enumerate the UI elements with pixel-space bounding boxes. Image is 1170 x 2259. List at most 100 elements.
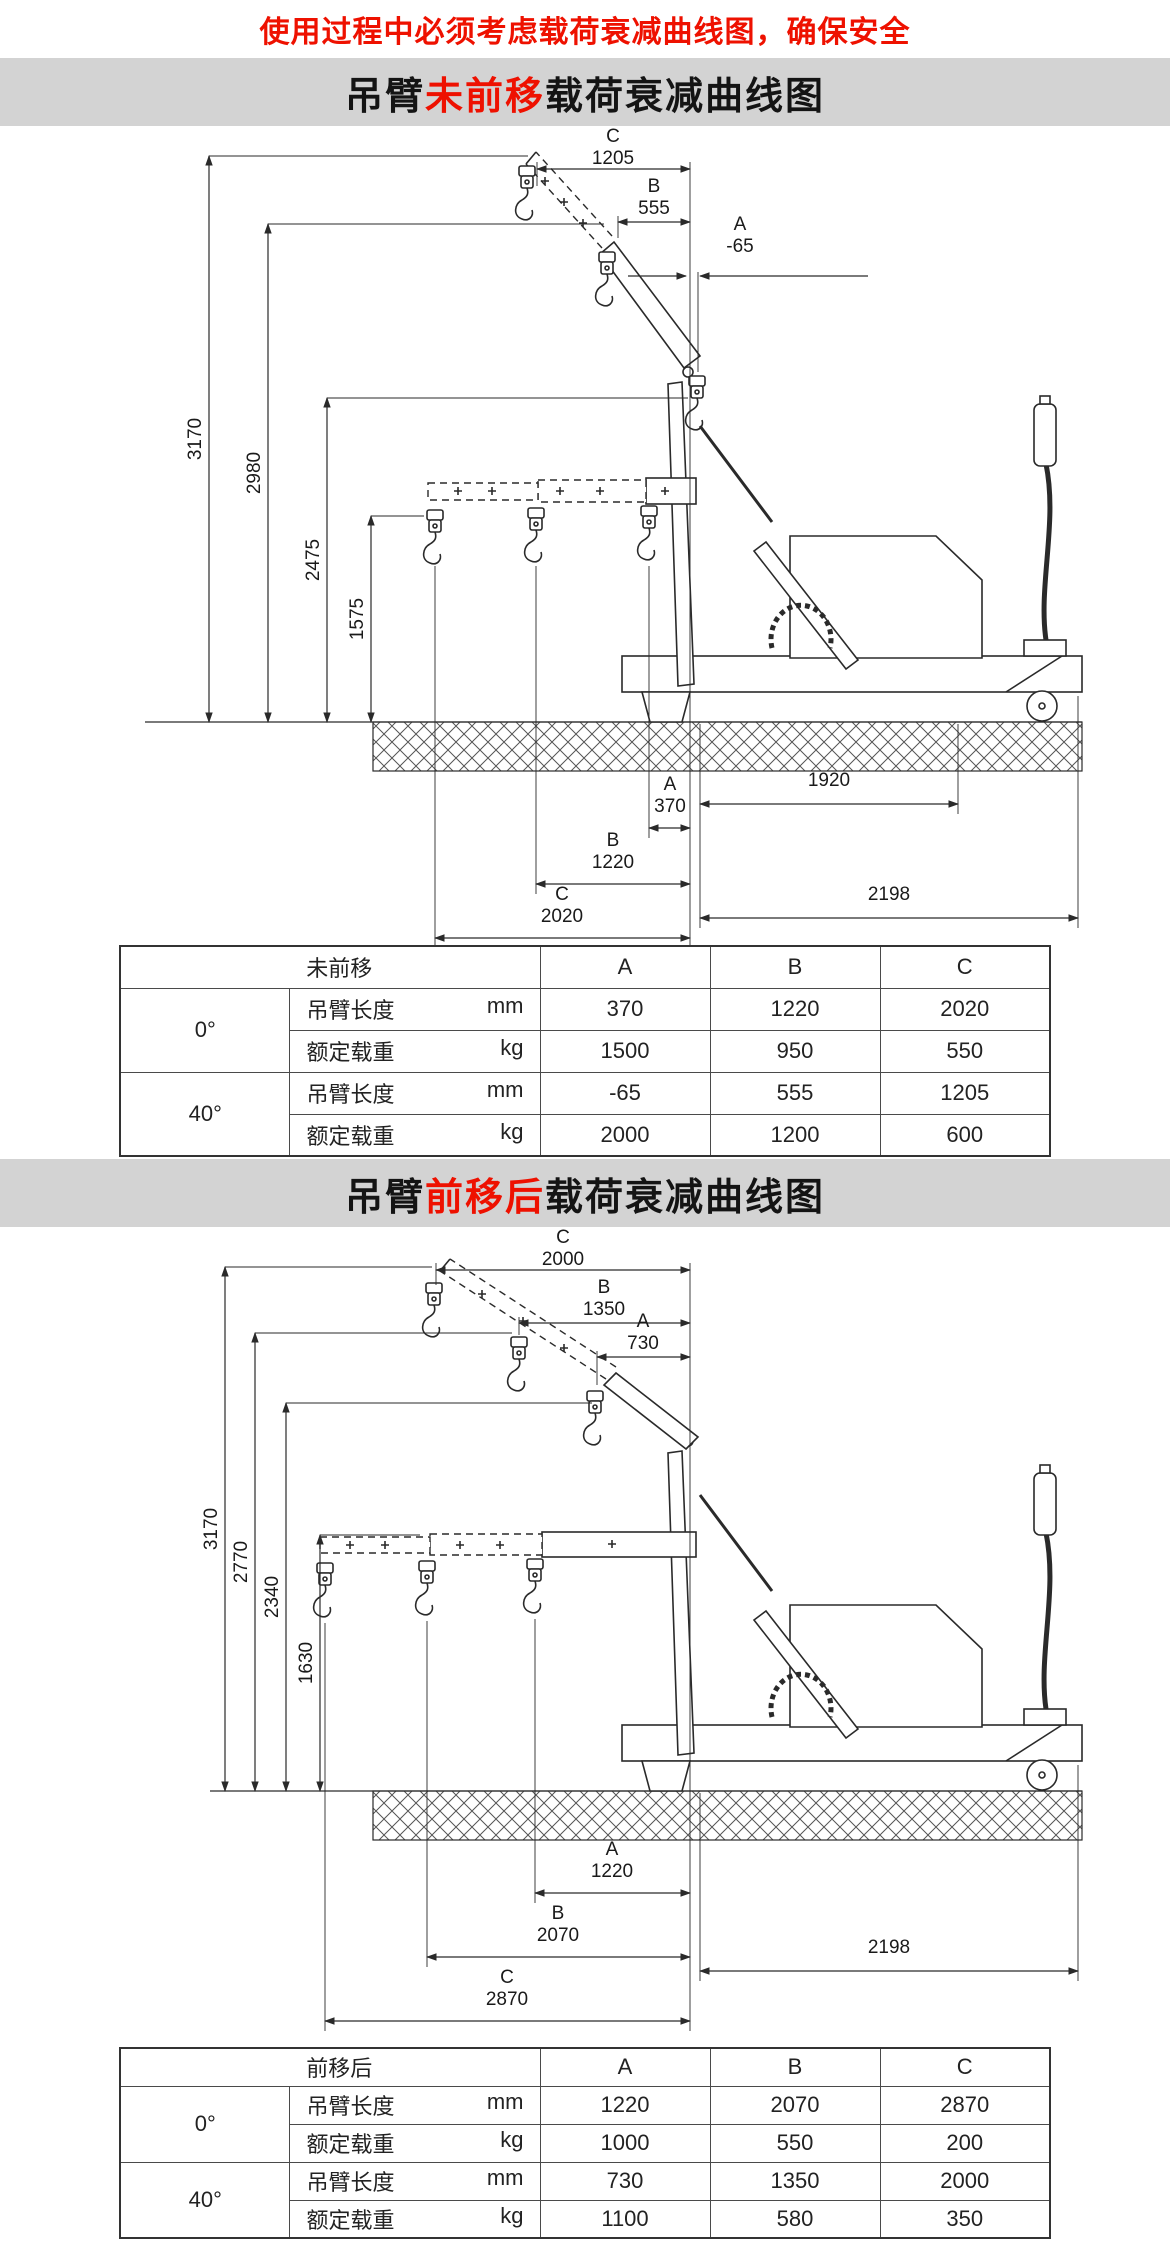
value-a: 1000 bbox=[539, 2123, 711, 2163]
dim-value: 1220 bbox=[591, 1861, 633, 1882]
row-label-cell: 吊臂长度 mm bbox=[289, 987, 541, 1031]
engine-box bbox=[789, 1604, 983, 1728]
title-prefix: 吊臂 bbox=[344, 75, 425, 118]
boom-solid bbox=[602, 1371, 700, 1451]
cylinder-rod bbox=[698, 1494, 774, 1592]
row-unit: kg bbox=[500, 1118, 524, 1144]
row-unit: kg bbox=[500, 2202, 524, 2228]
dim-label: A bbox=[637, 1311, 650, 1332]
extension-lines bbox=[209, 155, 1079, 945]
rear-wheel bbox=[1026, 1759, 1058, 1791]
row-unit: mm bbox=[486, 993, 524, 1018]
row-unit: mm bbox=[486, 1077, 524, 1102]
handle-base bbox=[1023, 639, 1067, 657]
row-unit: kg bbox=[500, 2127, 524, 2152]
safety-warning-text: 使用过程中必须考虑载荷衰减曲线图，确保安全 bbox=[259, 16, 911, 49]
boom-extension-dashed bbox=[525, 163, 603, 249]
front-roller bbox=[640, 691, 692, 723]
dim-value: 555 bbox=[638, 198, 670, 219]
table-corner: 未前移 bbox=[119, 945, 541, 989]
value-b: 580 bbox=[709, 2199, 881, 2239]
row-label: 额定载重 bbox=[306, 1040, 395, 1065]
table-row: 额定载重 kg 1100 580 350 bbox=[120, 2199, 1051, 2239]
value-a: 370 bbox=[539, 987, 711, 1031]
dim-value: 1630 bbox=[296, 1642, 317, 1684]
dimension-lines bbox=[221, 1265, 1080, 2025]
dim-label: A bbox=[664, 774, 677, 795]
boom-0deg bbox=[422, 477, 697, 565]
dim-value: 1205 bbox=[592, 148, 634, 169]
boom-pivot bbox=[682, 366, 694, 378]
value-b: 555 bbox=[709, 1071, 881, 1115]
extension-lines bbox=[225, 1263, 1079, 2031]
row-unit: kg bbox=[500, 1035, 524, 1060]
row-label: 吊臂长度 bbox=[306, 2170, 395, 2195]
handle-grip bbox=[1033, 1472, 1057, 1536]
dim-value: 2770 bbox=[231, 1541, 252, 1583]
load-curve-diagram-2: C 2000 B 1350 A 730 3170 2770 2340 1630 … bbox=[201, 1227, 1083, 2031]
dim-label: C bbox=[606, 126, 620, 147]
dim-value: 1575 bbox=[347, 598, 368, 640]
boom-40deg bbox=[514, 151, 706, 431]
value-c: 2870 bbox=[879, 2085, 1051, 2125]
value-a: 1220 bbox=[539, 2085, 711, 2125]
dim-value: 3170 bbox=[201, 1508, 222, 1550]
crane-machine bbox=[621, 1435, 1083, 1792]
value-b: 950 bbox=[709, 1029, 881, 1073]
angle-cell: 40° bbox=[119, 2161, 291, 2239]
handle-shaft bbox=[1041, 463, 1053, 641]
dim-value: 2980 bbox=[244, 452, 265, 494]
dim-label: B bbox=[598, 1277, 611, 1298]
col-header-a: A bbox=[539, 945, 711, 989]
table-corner: 前移后 bbox=[119, 2047, 541, 2087]
row-label: 吊臂长度 bbox=[306, 2094, 395, 2119]
row-label-cell: 额定载重 kg bbox=[289, 1029, 541, 1073]
ground bbox=[210, 1790, 1083, 1841]
row-label: 吊臂长度 bbox=[306, 998, 395, 1023]
value-c: 200 bbox=[879, 2123, 1051, 2163]
boom-0deg bbox=[312, 1531, 697, 1618]
row-label-cell: 吊臂长度 mm bbox=[289, 2161, 541, 2201]
row-unit: mm bbox=[486, 2165, 524, 2190]
value-a: 1100 bbox=[539, 2199, 711, 2239]
dim-value: 730 bbox=[627, 1333, 659, 1354]
dim-value: 2340 bbox=[262, 1576, 283, 1618]
title-highlight: 前移后 bbox=[424, 1176, 545, 1219]
handle-base bbox=[1023, 1708, 1067, 1726]
dim-value: 2070 bbox=[537, 1925, 579, 1946]
dim-value: -65 bbox=[726, 236, 753, 257]
row-unit: mm bbox=[486, 2089, 524, 2114]
rear-wheel bbox=[1026, 690, 1058, 722]
dim-value: 2000 bbox=[542, 1249, 584, 1270]
dim-label: C bbox=[556, 1227, 570, 1248]
cylinder-rod bbox=[698, 425, 774, 523]
dim-label: B bbox=[648, 176, 661, 197]
col-header-c: C bbox=[879, 945, 1051, 989]
cable-chain bbox=[768, 1671, 834, 1718]
dim-value: 2870 bbox=[486, 1989, 528, 2010]
boom-markings bbox=[541, 177, 587, 227]
title-prefix: 吊臂 bbox=[344, 1176, 425, 1219]
value-a: 2000 bbox=[539, 1113, 711, 1157]
dim-label: A bbox=[606, 1839, 619, 1860]
title-suffix: 载荷衰减曲线图 bbox=[545, 1176, 826, 1219]
handle-shaft bbox=[1041, 1532, 1053, 1710]
boom-markings bbox=[346, 1540, 616, 1549]
value-c: 2020 bbox=[879, 987, 1051, 1031]
angle-cell: 0° bbox=[119, 987, 291, 1073]
dim-value: 2198 bbox=[868, 1937, 910, 1958]
dim-label: C bbox=[555, 884, 569, 905]
dim-value: 1920 bbox=[808, 770, 850, 791]
value-c: 350 bbox=[879, 2199, 1051, 2239]
dim-value: 2020 bbox=[541, 906, 583, 927]
row-label-cell: 额定载重 kg bbox=[289, 2199, 541, 2239]
row-label: 额定载重 bbox=[306, 2207, 395, 2233]
dimension-labels: C 1205 B 555 A -65 3170 2980 2475 1575 A… bbox=[185, 126, 910, 927]
